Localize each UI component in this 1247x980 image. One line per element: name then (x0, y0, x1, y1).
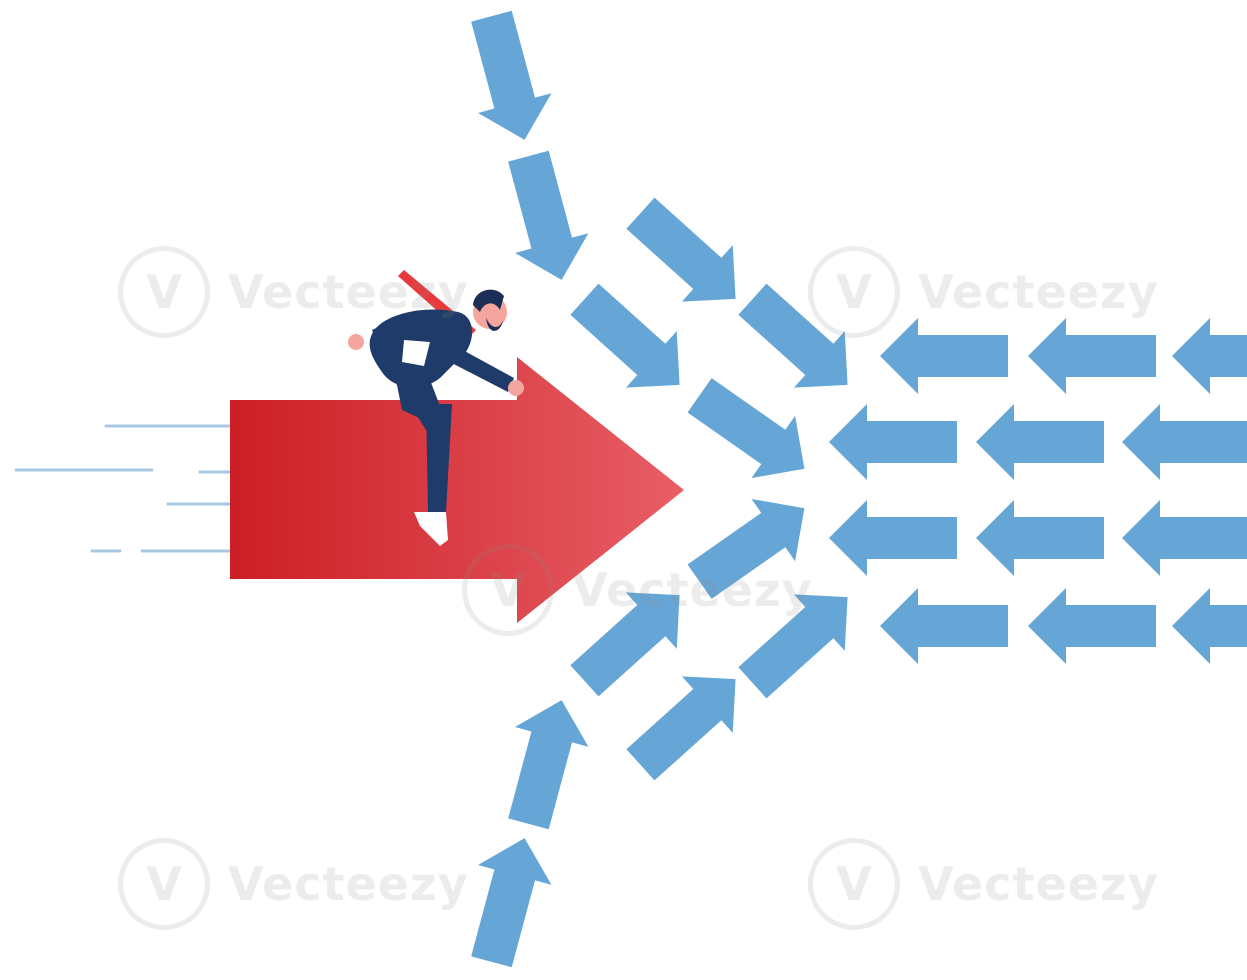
blue-arrow-icon (829, 500, 957, 576)
blue-arrow-icon (976, 500, 1104, 576)
blue-arrow-icon (491, 146, 599, 290)
blue-arrow-icon (491, 690, 599, 834)
blue-arrow-icon (829, 404, 957, 480)
blue-arrow-icon (976, 404, 1104, 480)
blue-arrow-icon (454, 828, 562, 972)
blue-arrow-icon (1028, 588, 1156, 664)
blue-arrow-icon (559, 566, 705, 710)
blue-arrow-icon (1122, 404, 1247, 480)
blue-arrow-icon (677, 477, 827, 613)
blue-arrow-icon (880, 588, 1008, 664)
blue-arrow-icon (727, 270, 873, 414)
blue-arrow-icon (880, 318, 1008, 394)
blue-arrow-icon (559, 270, 705, 414)
blue-arrow-icon (454, 6, 562, 150)
blue-arrow-icon (1172, 588, 1247, 664)
red-arrow-icon (230, 357, 684, 623)
blue-arrow-icon (727, 568, 873, 712)
blue-arrow-icon (1028, 318, 1156, 394)
blue-arrow-icon (615, 184, 761, 328)
blue-arrow-icon (1122, 500, 1247, 576)
businessman-icon (348, 270, 524, 546)
blue-arrow-icon (615, 650, 761, 794)
blue-arrow-icon (1172, 318, 1247, 394)
